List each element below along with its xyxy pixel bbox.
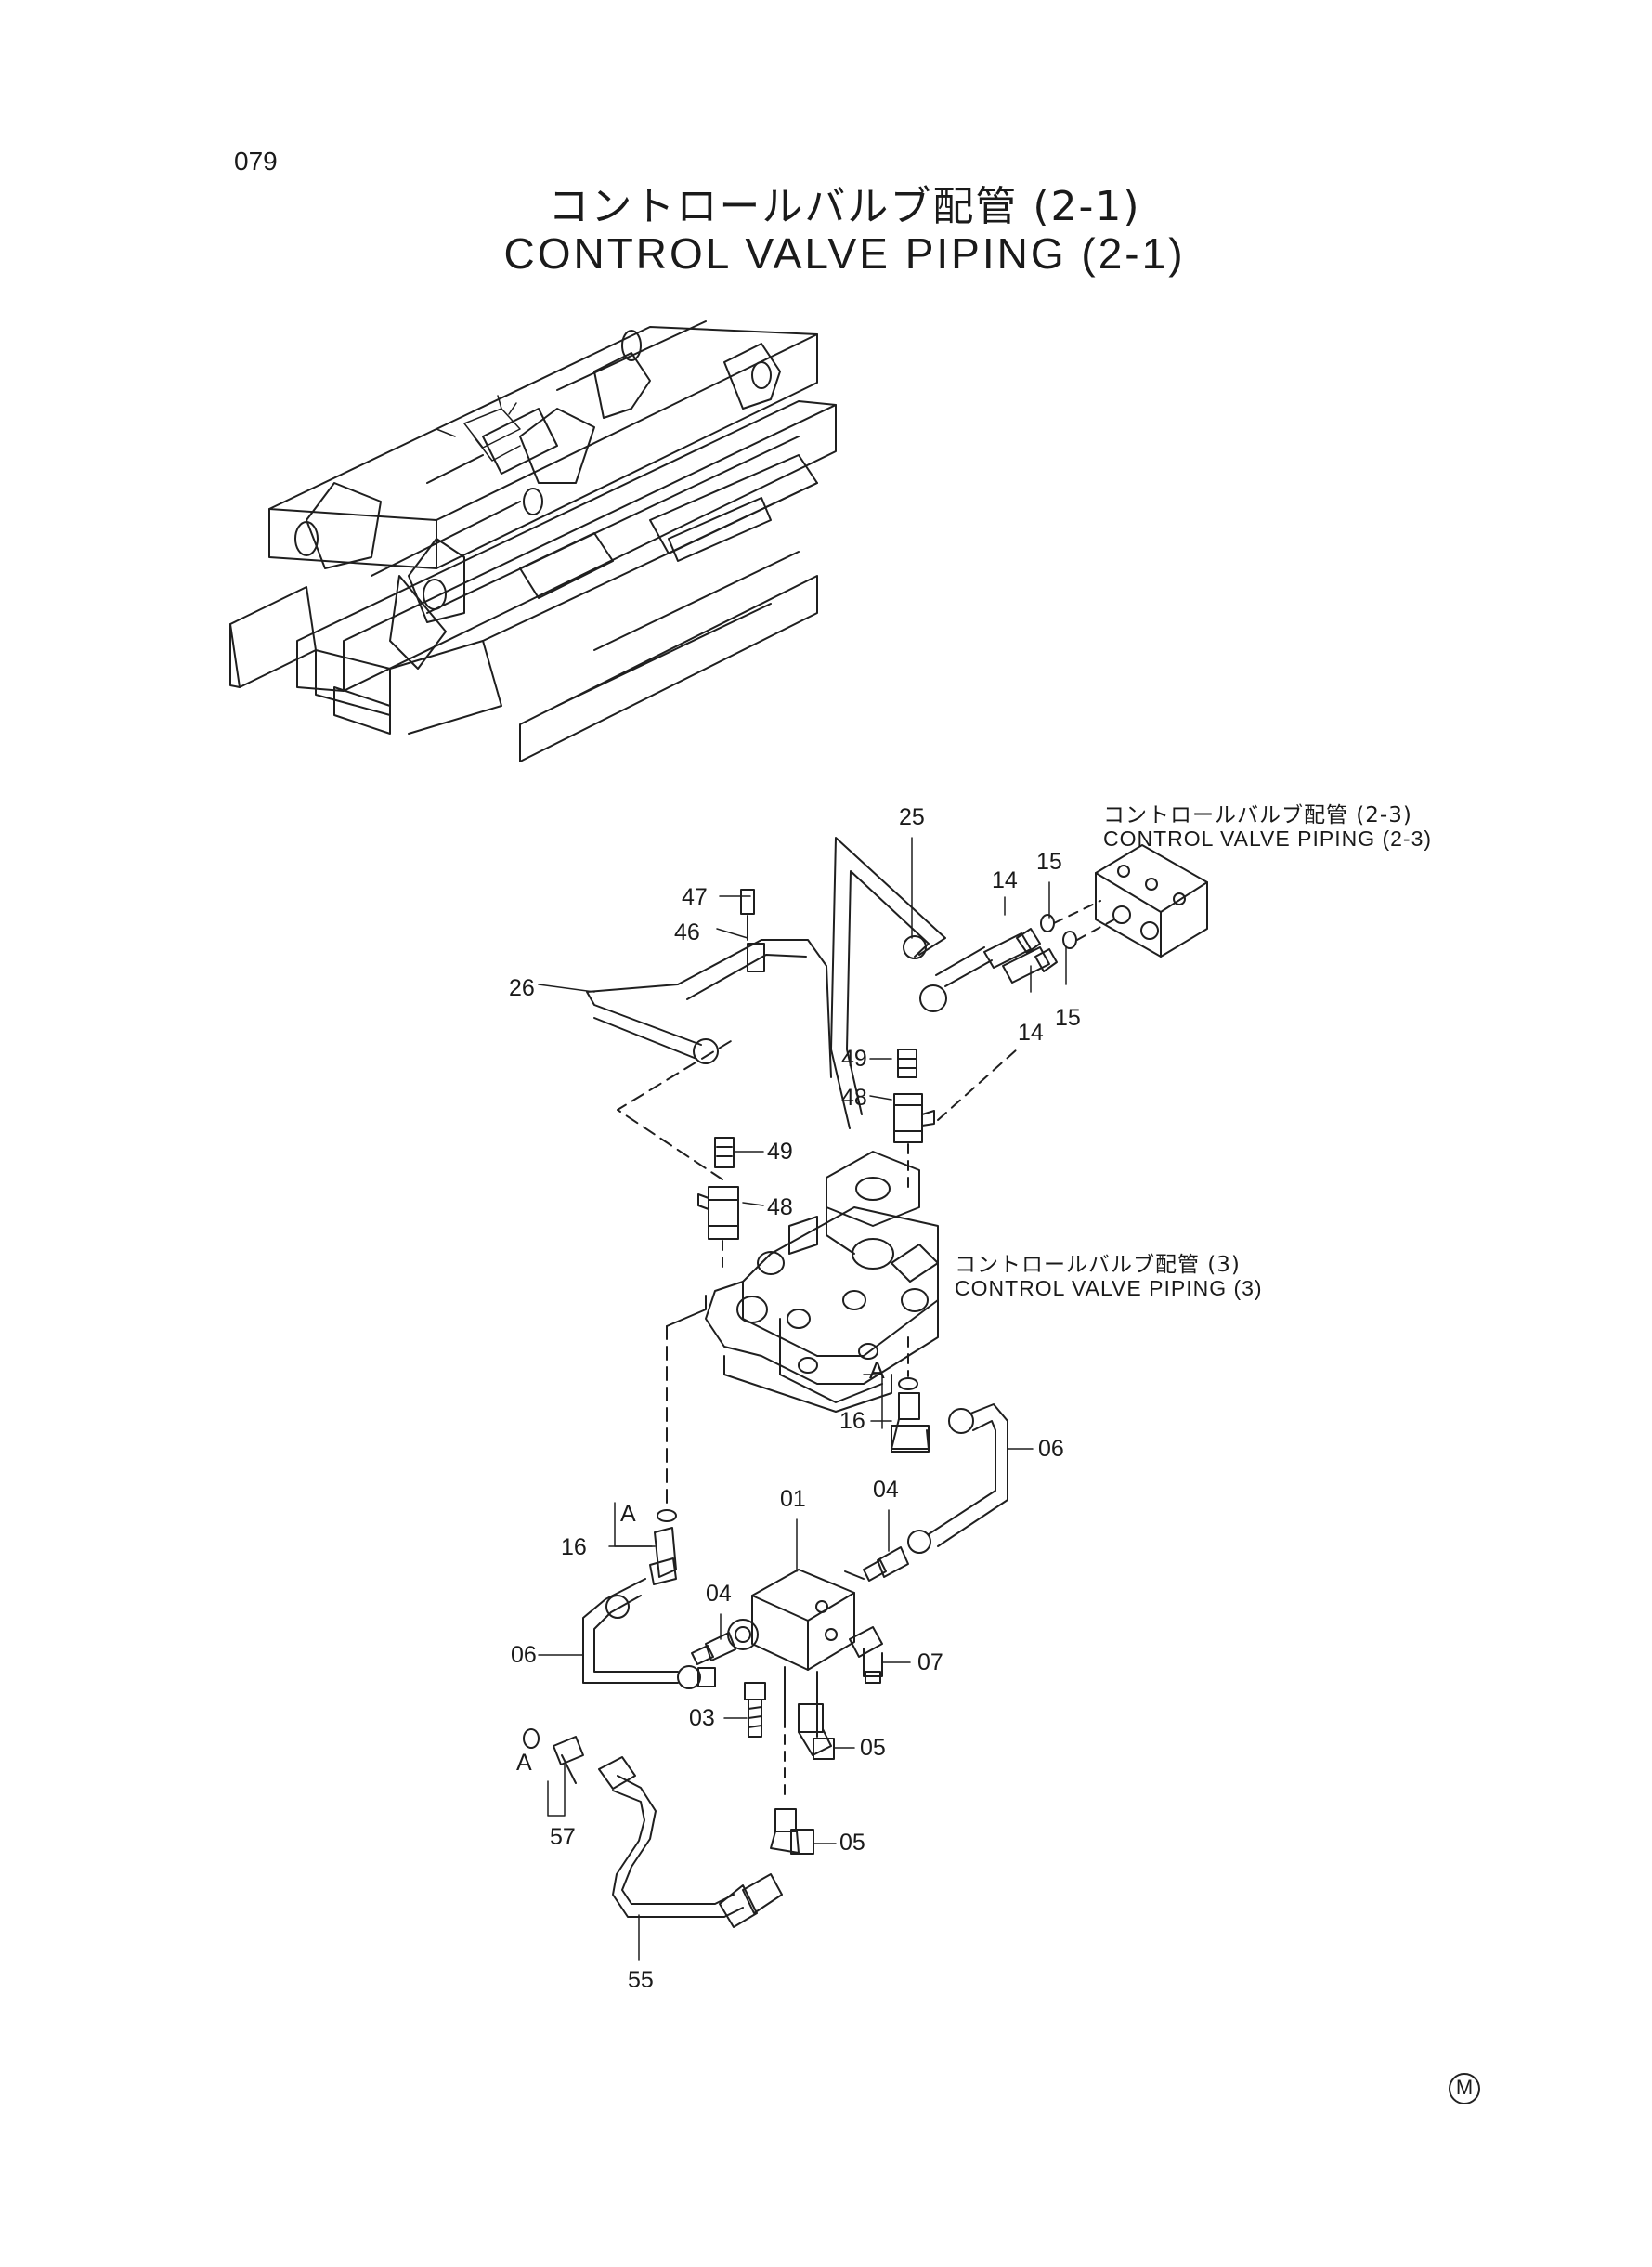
fitting-05-upper xyxy=(799,1704,834,1759)
reference-2-3-jp: コントロールバルブ配管 (2-3) xyxy=(1103,803,1412,827)
pipe-25 xyxy=(831,838,992,1128)
fitting-16-right xyxy=(891,1337,929,1452)
callout-05-upper: 05 xyxy=(860,1735,886,1761)
callout-26: 26 xyxy=(509,975,535,1001)
bolt-03 xyxy=(745,1683,765,1737)
fitting-05-lower xyxy=(771,1718,813,1854)
reference-3-en: CONTROL VALVE PIPING (3) xyxy=(955,1276,1263,1300)
frame-overview-illustration xyxy=(230,321,836,762)
leader-lines xyxy=(539,838,1066,1960)
callout-14-bottom: 14 xyxy=(1018,1020,1044,1046)
callout-16-left: 16 xyxy=(561,1534,587,1560)
callout-15-bottom: 15 xyxy=(1055,1005,1081,1031)
title-english: CONTROL VALVE PIPING (2-1) xyxy=(503,229,1186,278)
hose-55 xyxy=(599,1757,782,1927)
callout-49-right: 49 xyxy=(841,1046,867,1072)
pipe-06-left xyxy=(583,1579,715,1688)
callout-A-left: A xyxy=(620,1501,636,1527)
callout-03: 03 xyxy=(689,1705,715,1731)
page-number: 079 xyxy=(234,147,278,176)
callout-15-top: 15 xyxy=(1036,849,1062,875)
fitting-57 xyxy=(524,1729,583,1783)
callout-07: 07 xyxy=(917,1649,943,1675)
reference-3-jp: コントロールバルブ配管 (3) xyxy=(955,1253,1241,1277)
control-valve-body xyxy=(706,1152,938,1412)
callout-A-bottom: A xyxy=(516,1750,532,1776)
callout-16-right: 16 xyxy=(839,1408,865,1434)
pipe-26 xyxy=(587,890,831,1077)
fitting-16-left xyxy=(650,1296,706,1584)
callout-46: 46 xyxy=(674,919,700,945)
callout-05-lower: 05 xyxy=(839,1830,865,1856)
reference-2-3-en: CONTROL VALVE PIPING (2-3) xyxy=(1103,827,1433,851)
callout-01: 01 xyxy=(780,1486,806,1512)
fitting-07 xyxy=(850,1627,882,1683)
title-japanese: コントロールバルブ配管 (2-1) xyxy=(548,183,1141,230)
callout-48-left: 48 xyxy=(767,1194,793,1220)
callout-57: 57 xyxy=(550,1824,576,1850)
callout-55: 55 xyxy=(628,1967,654,1993)
valve-01 xyxy=(728,1570,854,1737)
fittings-14-15 xyxy=(984,901,1114,983)
callout-14-top: 14 xyxy=(992,867,1018,893)
valve-block-2-3 xyxy=(1096,845,1207,957)
callout-A-right: A xyxy=(869,1358,885,1384)
callout-49-left: 49 xyxy=(767,1139,793,1165)
fittings-48-49-left xyxy=(618,1038,738,1272)
callout-04-right: 04 xyxy=(873,1477,899,1503)
corner-mark-m: M xyxy=(1449,2073,1480,2104)
callout-47: 47 xyxy=(682,884,708,910)
callout-04-left: 04 xyxy=(706,1581,732,1607)
fitting-04-right xyxy=(845,1547,908,1581)
pipe-06-right xyxy=(908,1404,1008,1553)
callout-06-left: 06 xyxy=(511,1642,537,1668)
callout-06-right: 06 xyxy=(1038,1436,1064,1462)
callout-25: 25 xyxy=(899,804,925,830)
callout-48-right: 48 xyxy=(841,1085,867,1111)
